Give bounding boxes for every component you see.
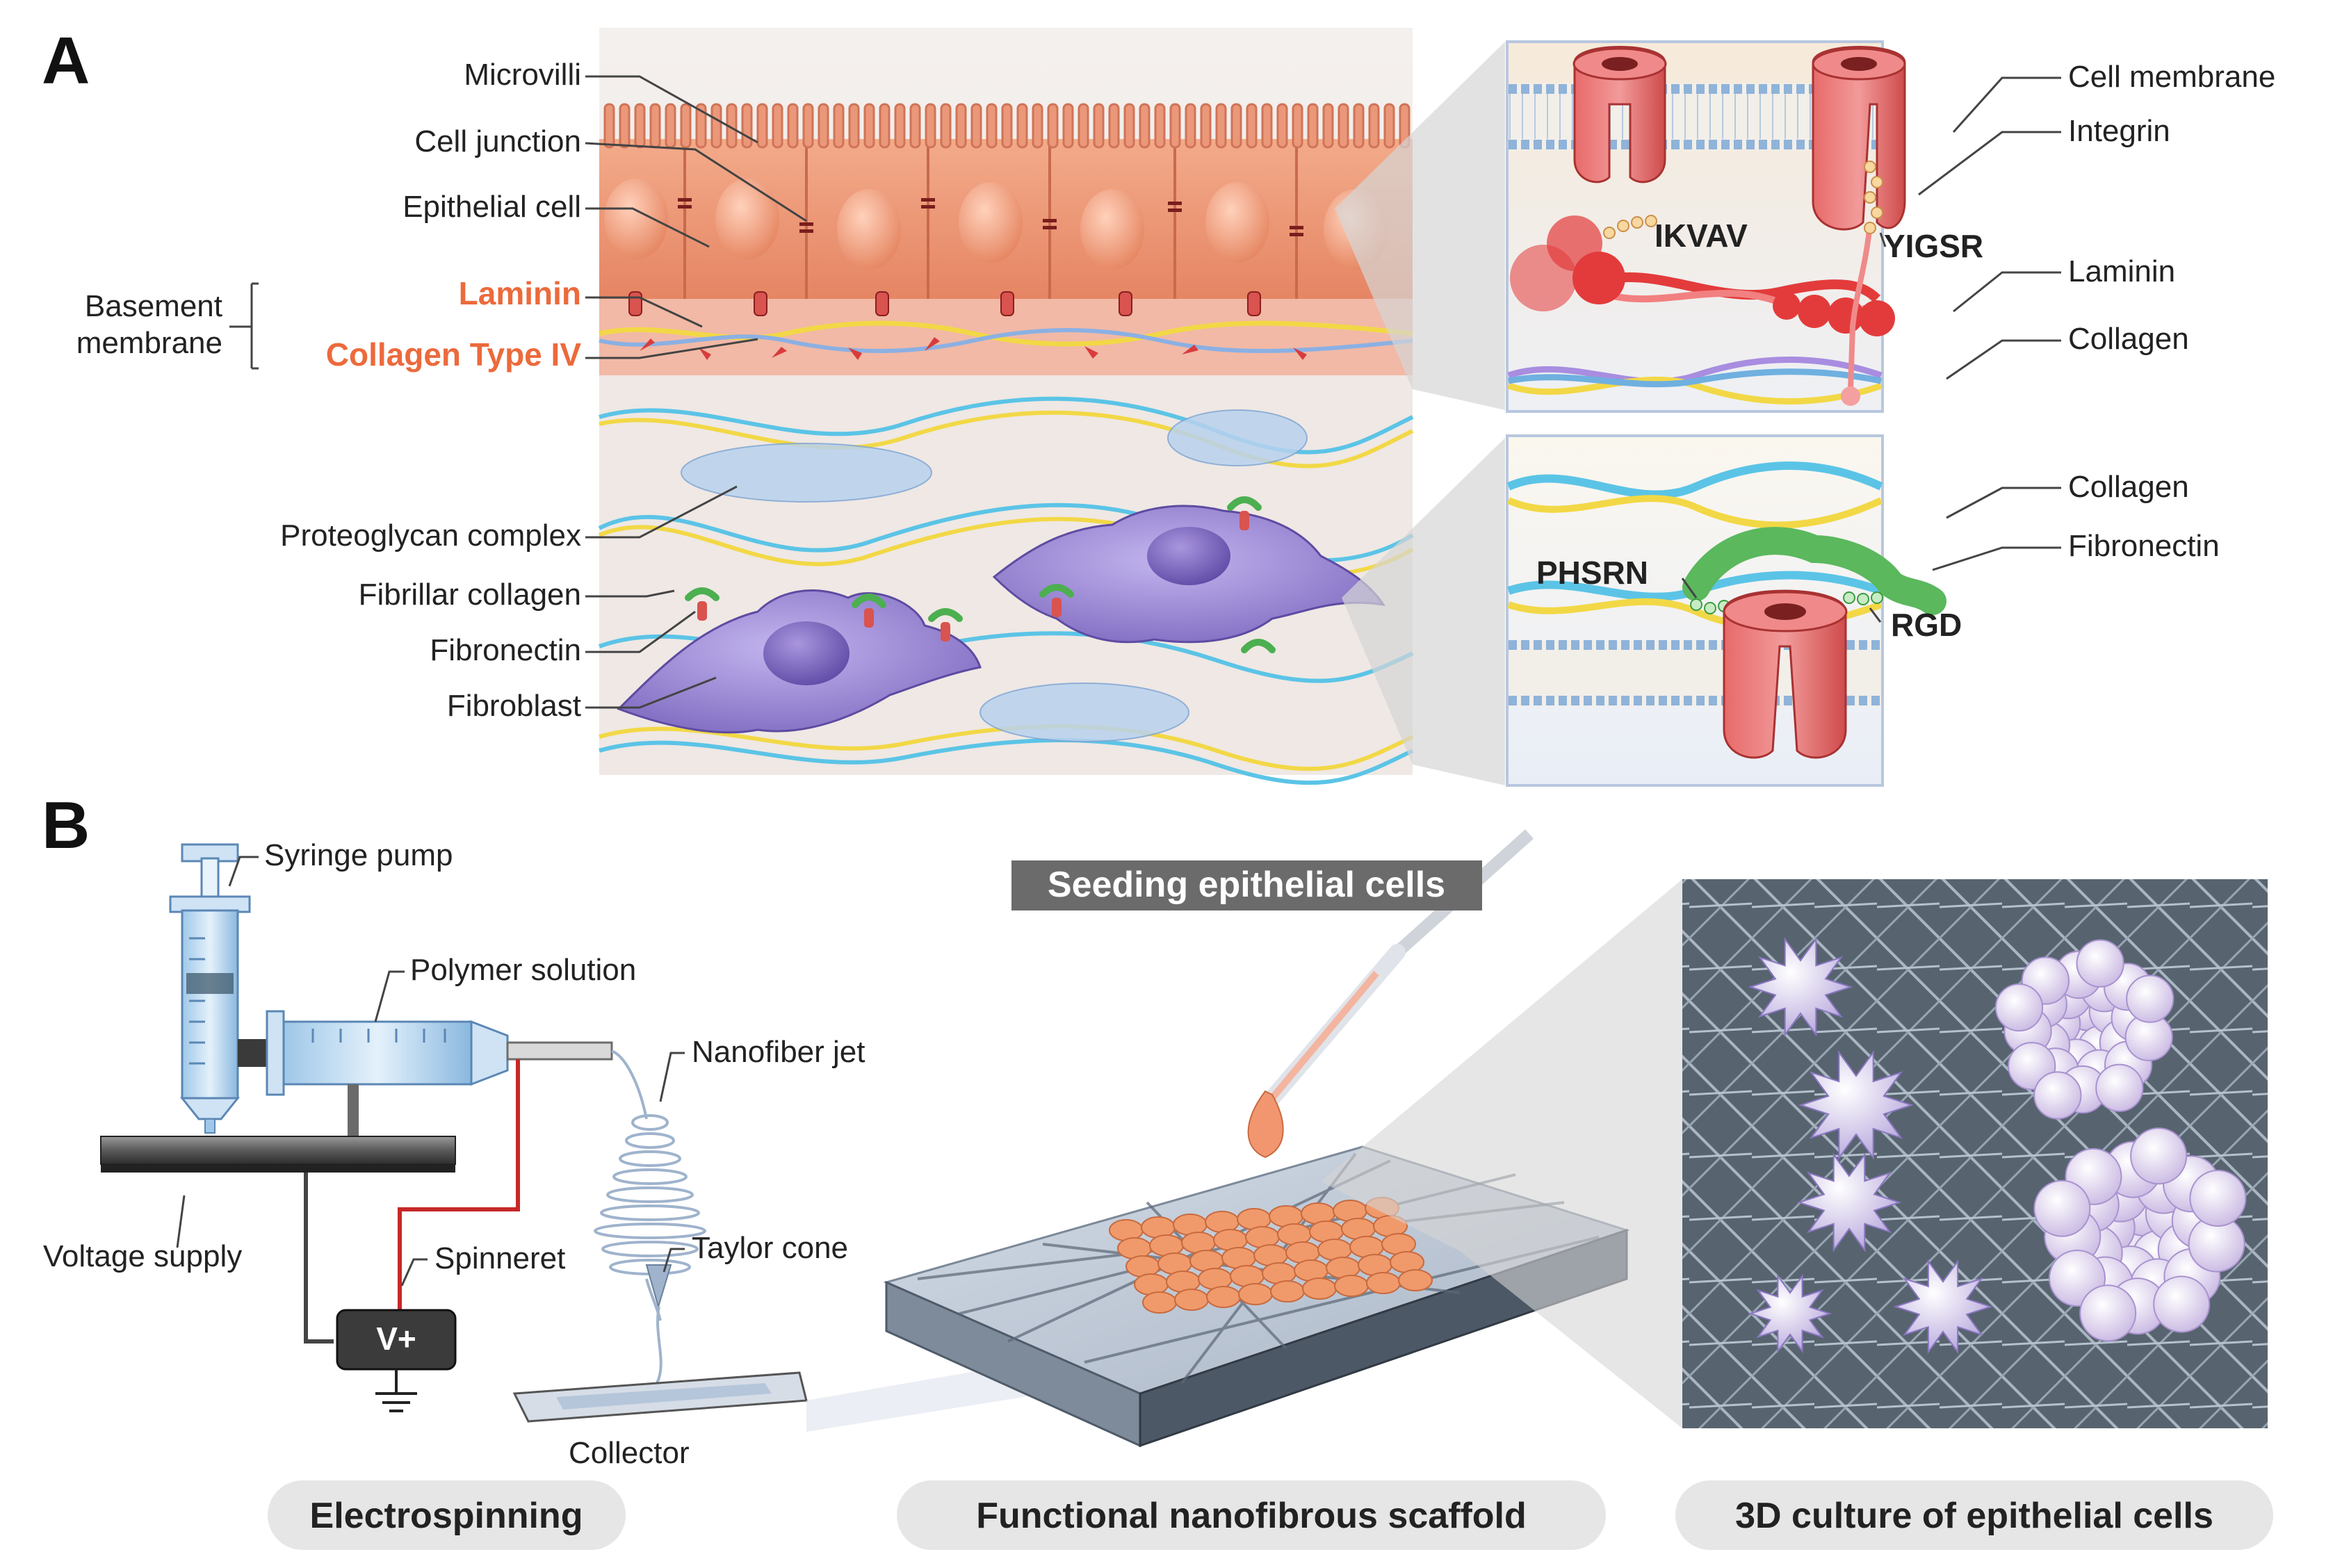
label-collector: Collector — [569, 1436, 690, 1470]
label-yigsr: YIGSR — [1884, 228, 1983, 264]
label-microvilli: Microvilli — [464, 58, 581, 92]
label-proteoglycan-complex: Proteoglycan complex — [280, 518, 581, 553]
label-integrin: Integrin — [2068, 114, 2170, 148]
label-collagen-inset-top: Collagen — [2068, 322, 2189, 356]
zoom-wedge-culture — [1321, 879, 1682, 1428]
label-basement-line2: membrane — [76, 326, 222, 360]
star-cell — [1748, 1273, 1832, 1354]
pill-culture: 3D culture of epithelial cells — [1735, 1496, 2213, 1536]
inset-fibronectin: PHSRN RGD — [1506, 434, 1962, 787]
label-collagen-inset-bottom: Collagen — [2068, 470, 2189, 504]
label-spinneret: Spinneret — [434, 1241, 565, 1275]
label-phsrn-text: PHSRN — [1536, 555, 1648, 591]
label-voltage-supply: Voltage supply — [43, 1239, 242, 1273]
inset-laminin-integrin: IKVAV YIGSR — [1506, 40, 1983, 413]
label-laminin: Laminin — [459, 275, 581, 311]
caption-pills: Electrospinning Functional nanofibrous s… — [268, 1480, 2273, 1550]
label-fibrillar-collagen: Fibrillar collagen — [359, 578, 581, 612]
pill-electrospinning: Electrospinning — [310, 1496, 583, 1536]
tissue-illustration — [598, 28, 1414, 785]
star-cell — [1796, 1152, 1902, 1252]
pill-scaffold: Functional nanofibrous scaffold — [976, 1496, 1527, 1536]
panel-b-label: B — [42, 788, 90, 863]
label-fibronectin-inset: Fibronectin — [2068, 529, 2220, 563]
electrospinning-labels: Syringe pump Polymer solution Nanofiber … — [43, 838, 865, 1470]
seeding-banner-text: Seeding epithelial cells — [1048, 865, 1445, 905]
zoom-wedge-top — [1335, 42, 1505, 410]
star-cell — [1748, 937, 1853, 1037]
label-syringe-pump: Syringe pump — [264, 838, 453, 872]
culture-illustration — [1682, 879, 2268, 1428]
label-polymer-solution: Polymer solution — [410, 953, 636, 987]
top-inset-labels: Cell membrane Integrin Laminin Collagen — [1918, 60, 2275, 380]
label-fibroblast: Fibroblast — [447, 689, 581, 723]
star-cell — [1893, 1259, 1993, 1355]
label-cell-membrane: Cell membrane — [2068, 60, 2275, 94]
label-vplus: V+ — [376, 1321, 416, 1357]
panel-a-left-labels: Microvilli Cell junction Epithelial cell… — [76, 58, 807, 723]
label-laminin-inset: Laminin — [2068, 254, 2175, 288]
label-epithelial-cell: Epithelial cell — [403, 190, 581, 224]
panel-a-label: A — [42, 24, 90, 98]
electrospinning-apparatus: V+ — [100, 843, 808, 1423]
label-basement-line1: Basement — [85, 289, 222, 323]
label-taylor-cone: Taylor cone — [692, 1231, 848, 1265]
label-rgd: RGD — [1891, 607, 1962, 643]
star-cell — [1798, 1050, 1915, 1160]
zoom-wedge-bottom — [1342, 438, 1505, 785]
seeding-banner — [1011, 860, 1482, 910]
bottom-inset-labels: Collagen Fibronectin — [1932, 470, 2220, 571]
label-nanofiber-jet: Nanofiber jet — [692, 1035, 865, 1069]
label-collagen-type-iv: Collagen Type IV — [326, 336, 582, 373]
label-ikvav: IKVAV — [1655, 218, 1748, 254]
label-fibronectin: Fibronectin — [430, 633, 581, 667]
label-cell-junction: Cell junction — [414, 124, 581, 158]
